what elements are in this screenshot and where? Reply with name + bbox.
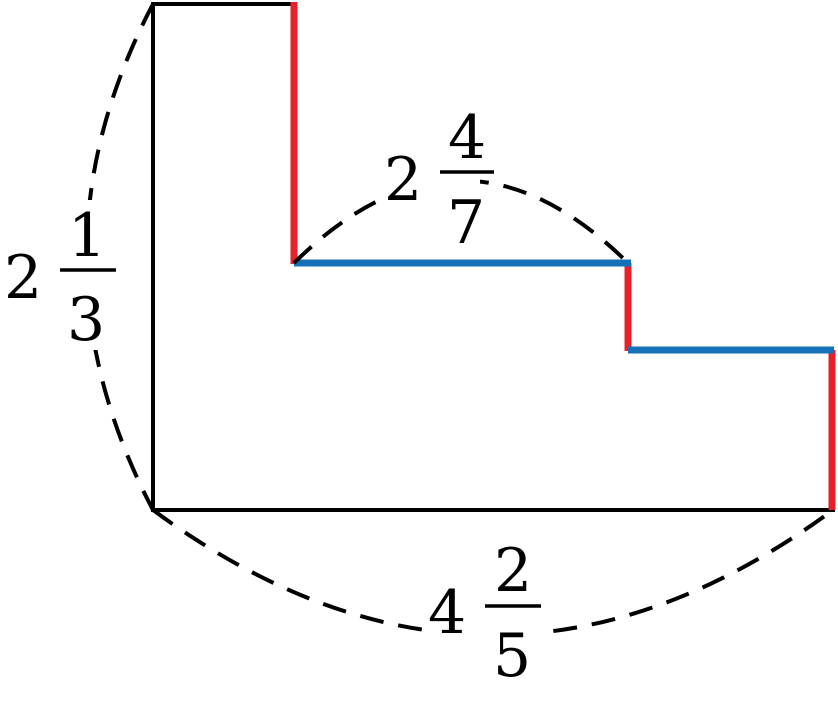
top-step-denominator: 7 [447,188,485,258]
left-height-whole: 2 [4,243,42,313]
label-backgrounds [4,95,545,700]
left-height-label: 2 1 3 [4,201,116,355]
vertical-segments [290,2,836,510]
top-step-numerator: 4 [448,103,486,173]
left-height-denominator: 3 [67,285,105,355]
top-step-arc [292,178,630,265]
bottom-width-whole: 4 [428,578,466,648]
bottom-width-denominator: 5 [493,621,531,691]
bottom-width-numerator: 2 [494,536,532,606]
left-height-arc [84,3,155,511]
left-height-numerator: 1 [68,201,106,271]
top-step-whole: 2 [384,145,422,215]
top-step-label: 2 4 7 [384,103,494,258]
horizontal-segments [294,259,834,354]
shape-outline [151,2,835,512]
bottom-width-label: 4 2 5 [428,536,541,691]
